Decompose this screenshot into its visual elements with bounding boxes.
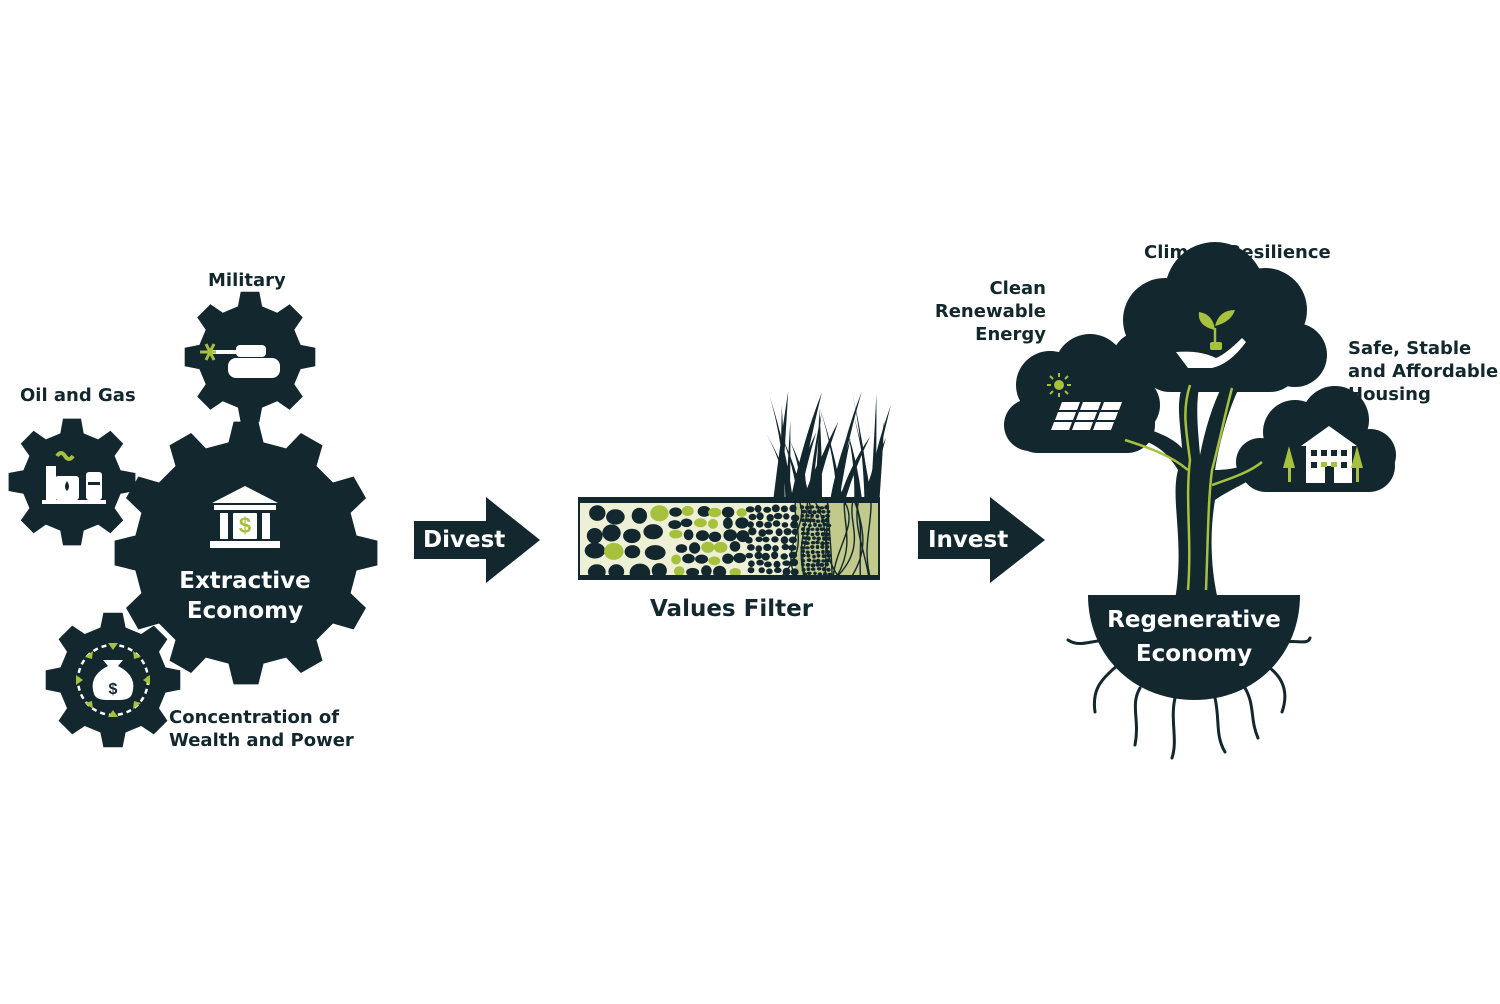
divest-arrow — [414, 497, 540, 583]
invest-arrow — [918, 497, 1045, 583]
solar-panel-icon — [1051, 402, 1122, 430]
wealth-concentration-label: Concentration of Wealth and Power — [169, 707, 354, 751]
regenerative-tree — [1004, 242, 1396, 760]
sun-icon — [1047, 373, 1071, 397]
regenerative-economy-label: Regenerative Economy — [1107, 607, 1281, 667]
money-bag-icon: $ — [76, 643, 150, 717]
divest-label: Divest — [423, 527, 506, 553]
housing-label: Safe, Stable and Affordable Housing — [1348, 338, 1499, 405]
svg-text:$: $ — [239, 513, 251, 538]
tank-icon — [200, 343, 280, 378]
svg-text:$: $ — [109, 681, 118, 698]
sprout-in-hand-icon — [1176, 310, 1246, 368]
climate-resilience-label: Climate Resilience — [1144, 242, 1331, 263]
military-label: Military — [208, 270, 286, 291]
invest-label: Invest — [928, 527, 1009, 553]
oil-refinery-icon — [42, 451, 106, 504]
bank-icon: $ — [210, 486, 280, 548]
clean-energy-label: Clean Renewable Energy — [934, 278, 1046, 345]
oil-and-gas-label: Oil and Gas — [20, 385, 136, 406]
extractive-economy-gear — [114, 421, 378, 685]
house-icon — [1283, 426, 1363, 483]
values-filter-label: Values Filter — [650, 596, 814, 622]
values-filter — [578, 391, 891, 580]
extractive-economy-label: Extractive Economy — [179, 568, 311, 624]
